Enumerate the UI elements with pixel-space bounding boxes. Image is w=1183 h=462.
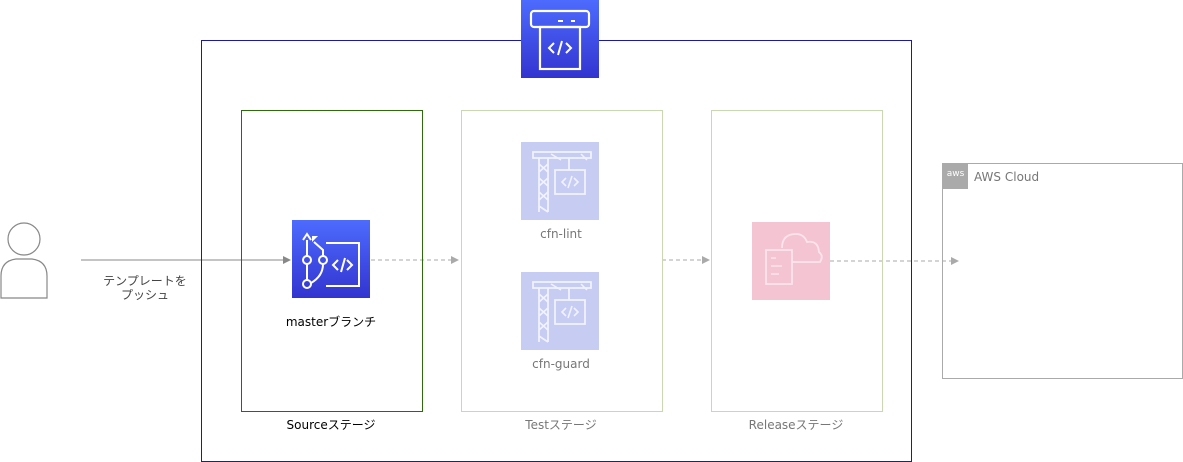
aws-logo-icon: aws [943,164,968,189]
codecommit-icon [292,220,370,298]
user-icon [0,222,48,299]
push-label-line1: テンプレートを [103,274,187,288]
release-stage-box [711,110,883,412]
test-item-label-0: cfn-lint [540,227,582,241]
test-stage-label: Testステージ [525,418,597,432]
source-item-label: masterブランチ [285,315,377,329]
test-item-label-1: cfn-guard [532,357,590,371]
codepipeline-icon [521,0,599,78]
aws-logo-text: aws [946,169,965,179]
codebuild-icon-lint [521,142,599,220]
aws-cloud-group: aws AWS Cloud [942,163,1183,379]
user-actor [0,221,48,299]
release-stage-label: Releaseステージ [748,418,844,432]
push-label: テンプレートを プッシュ [95,274,195,302]
codebuild-icon-guard [521,272,599,350]
push-label-line2: プッシュ [120,288,169,302]
cloudformation-icon [752,222,830,300]
test-stage-box [461,110,663,412]
aws-cloud-label: AWS Cloud [974,170,1040,184]
source-stage-box [241,110,423,412]
source-stage-label: Sourceステージ [286,418,376,432]
